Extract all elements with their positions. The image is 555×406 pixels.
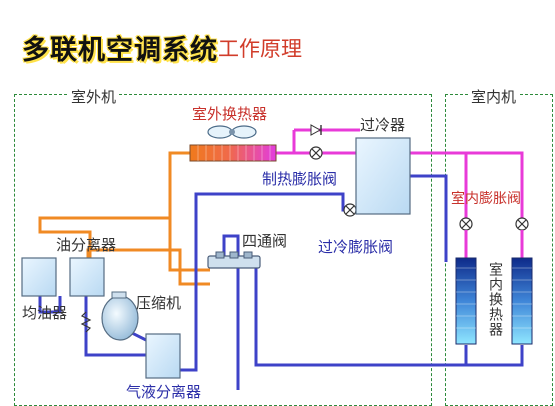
indoor-heat-exchanger-2 — [511, 257, 533, 345]
heating-expansion-valve-icon — [309, 146, 323, 160]
subcooler-label: 过冷器 — [360, 116, 406, 134]
oil-equalizer — [21, 257, 57, 297]
indoor-exp-valve-label: 室内膨胀阀 — [451, 191, 521, 207]
indoor-hx-label: 室内换热器 — [487, 262, 503, 337]
oil-equalizer-label: 均油器 — [22, 304, 68, 322]
oil-separator — [69, 257, 105, 297]
diagram-subtitle: 工作原理 — [218, 37, 302, 61]
indoor-expansion-valve-2-icon — [515, 217, 529, 231]
indoor-heat-exchanger-1 — [455, 257, 477, 345]
compressor — [101, 291, 139, 341]
gas-liquid-separator-label: 气液分离器 — [126, 383, 202, 401]
subcool-exp-valve-label: 过冷膨胀阀 — [318, 238, 394, 256]
gas-liquid-separator — [145, 333, 181, 379]
subcooler — [355, 137, 411, 215]
liquid-lines — [276, 128, 524, 220]
outdoor-unit-label: 室外机 — [68, 86, 120, 107]
four-way-valve-label: 四通阀 — [242, 232, 288, 250]
suction-lines — [38, 174, 524, 390]
capillary-icon — [80, 311, 92, 333]
check-valve-icon — [310, 124, 322, 136]
indoor-expansion-valve-1-icon — [459, 217, 473, 231]
subcool-expansion-valve-icon — [343, 203, 357, 217]
fan-icon — [207, 125, 257, 139]
indoor-unit-label: 室内机 — [468, 86, 520, 107]
outdoor-heat-exchanger — [189, 144, 277, 162]
four-way-valve — [207, 251, 261, 269]
heating-exp-valve-label: 制热膨胀阀 — [262, 170, 338, 188]
hot-gas-lines — [38, 151, 210, 286]
diagram-title: 多联机空调系统 — [22, 35, 218, 66]
outdoor-hx-label: 室外换热器 — [192, 105, 268, 123]
compressor-label: 压缩机 — [136, 294, 182, 312]
oil-separator-label: 油分离器 — [56, 236, 117, 254]
